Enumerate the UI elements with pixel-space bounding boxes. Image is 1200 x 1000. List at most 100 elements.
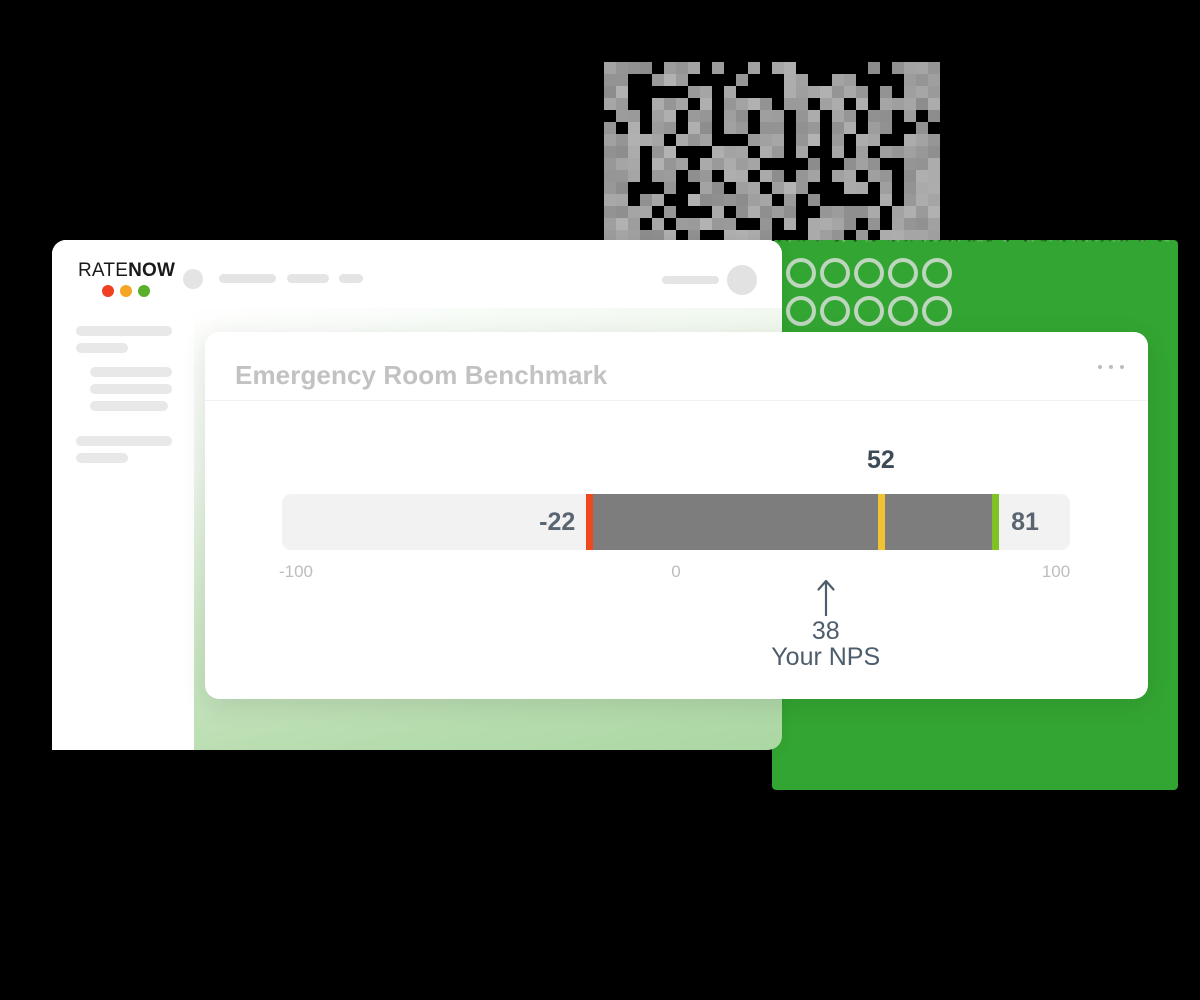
qr-pixel [856, 134, 868, 146]
brand-dot-3 [138, 285, 150, 297]
arrow-up-icon [817, 579, 835, 616]
qr-pixel [688, 170, 700, 182]
qr-pixel [724, 194, 736, 206]
nav-link-placeholder-4 [662, 276, 719, 284]
qr-pixel [868, 122, 880, 134]
qr-pixel [652, 146, 664, 158]
qr-pixel [616, 230, 628, 242]
qr-pixel [628, 206, 640, 218]
qr-pixel [748, 134, 760, 146]
qr-pixel [784, 62, 796, 74]
qr-pixel [844, 122, 856, 134]
qr-pixel [676, 98, 688, 110]
qr-pixel [796, 146, 808, 158]
qr-pixel [628, 146, 640, 158]
ellipsis-dot-2 [1109, 365, 1113, 369]
benchmark-high-value: 81 [1011, 508, 1039, 536]
qr-pixel [808, 110, 820, 122]
qr-pixel [844, 170, 856, 182]
qr-pixel [928, 86, 940, 98]
qr-pixel [688, 122, 700, 134]
qr-pixel [604, 134, 616, 146]
qr-pixel [724, 110, 736, 122]
benchmark-card: Emergency Room Benchmark -22 81 52 -100 … [205, 332, 1148, 699]
qr-pixel [904, 98, 916, 110]
qr-pixel [844, 182, 856, 194]
qr-pixel [628, 230, 640, 242]
qr-pixel [760, 146, 772, 158]
qr-pixel [844, 218, 856, 230]
qr-pixel [652, 110, 664, 122]
qr-pixel [832, 206, 844, 218]
ring-decoration [922, 296, 952, 326]
qr-pixel [796, 182, 808, 194]
qr-pixel [604, 182, 616, 194]
sidebar-line-6 [76, 436, 172, 446]
qr-pixel [676, 62, 688, 74]
qr-pixel [868, 134, 880, 146]
qr-pixel [712, 146, 724, 158]
qr-pixel [736, 98, 748, 110]
qr-pixel [760, 206, 772, 218]
benchmark-low-value: -22 [539, 508, 576, 536]
qr-pixel [856, 146, 868, 158]
brand-dot-2 [120, 285, 132, 297]
qr-pixel [688, 194, 700, 206]
qr-pixel [880, 170, 892, 182]
your-nps-label: Your NPS [771, 643, 881, 672]
qr-pixel [652, 170, 664, 182]
qr-pixel [832, 134, 844, 146]
qr-pixel [904, 86, 916, 98]
ring-decoration [888, 296, 918, 326]
qr-pixel [916, 182, 928, 194]
axis-tick-min: -100 [278, 562, 314, 581]
ring-decoration [888, 258, 918, 288]
qr-pixel [928, 146, 940, 158]
qr-pixel [616, 170, 628, 182]
qr-pixel [796, 98, 808, 110]
qr-pixel [616, 194, 628, 206]
qr-pixel [628, 218, 640, 230]
qr-pixel [832, 74, 844, 86]
qr-pixel [928, 98, 940, 110]
qr-pixel [916, 158, 928, 170]
qr-pixel [868, 170, 880, 182]
qr-pixel [688, 110, 700, 122]
qr-pixel [616, 74, 628, 86]
brand-name-bold: NOW [128, 260, 176, 281]
ratenow-logo: RATENOW [78, 261, 175, 297]
qr-pixel [772, 182, 784, 194]
qr-pixel [916, 98, 928, 110]
axis-tick-max: 100 [1041, 562, 1071, 581]
nav-link-placeholder-1 [219, 274, 276, 283]
qr-pixel [916, 122, 928, 134]
qr-pixel [712, 206, 724, 218]
qr-pixel [604, 206, 616, 218]
qr-pixel [904, 194, 916, 206]
qr-pixel [712, 218, 724, 230]
qr-pixel [772, 206, 784, 218]
qr-pixel [904, 218, 916, 230]
qr-pixel [640, 134, 652, 146]
qr-pixel [616, 146, 628, 158]
qr-pixel [736, 194, 748, 206]
qr-pixel [832, 230, 844, 242]
qr-pixel [832, 122, 844, 134]
qr-pixel [736, 122, 748, 134]
qr-pixel [604, 158, 616, 170]
ring-decoration [820, 296, 850, 326]
qr-pixel [616, 86, 628, 98]
qr-pixel [772, 146, 784, 158]
qr-pixel [640, 206, 652, 218]
qr-pixel [892, 146, 904, 158]
qr-pixel [844, 206, 856, 218]
qr-pixel [772, 134, 784, 146]
ellipsis-icon[interactable] [1098, 356, 1124, 378]
qr-pixel [904, 170, 916, 182]
qr-pixel [856, 98, 868, 110]
qr-pixel [628, 122, 640, 134]
qr-pixel [796, 86, 808, 98]
qr-pixel [916, 86, 928, 98]
qr-pixel [688, 86, 700, 98]
qr-pixel [856, 230, 868, 242]
